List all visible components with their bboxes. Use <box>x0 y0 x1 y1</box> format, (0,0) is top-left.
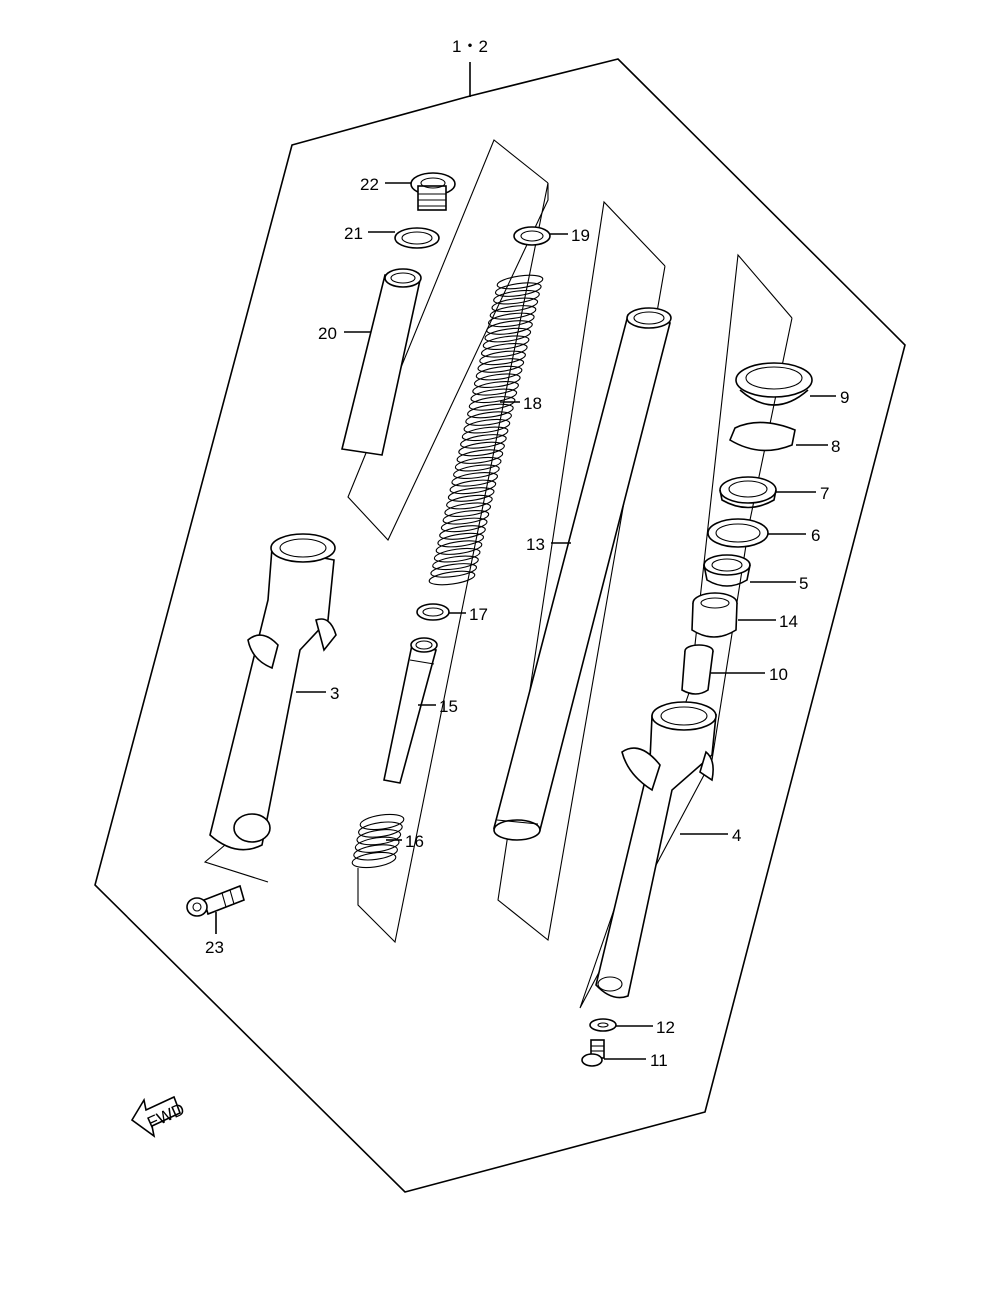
callout-8: 8 <box>831 437 840 456</box>
ring-17-part <box>416 603 450 621</box>
spring-coil <box>456 449 504 464</box>
callout-14: 14 <box>779 612 798 631</box>
assembly-boundary <box>94 58 906 1193</box>
cap-bolt-part <box>410 172 456 211</box>
callout-3: 3 <box>330 684 339 703</box>
spring-coil <box>494 282 542 297</box>
callout-4: 4 <box>732 826 741 845</box>
spring-coil <box>493 289 540 305</box>
bushing-5-part <box>703 554 751 587</box>
callout-22: 22 <box>360 175 379 194</box>
spring-coil <box>473 373 521 388</box>
spring-coil <box>358 821 403 838</box>
callout-15: 15 <box>439 697 458 716</box>
spring-coil <box>351 851 397 869</box>
spring-coil <box>475 365 523 381</box>
spring-coil <box>432 555 479 571</box>
spring-coil <box>354 836 400 853</box>
callout-19: 19 <box>571 226 590 245</box>
forward-direction-arrow: FWD <box>130 1095 187 1138</box>
washer-6-part <box>707 518 769 548</box>
spring-coil <box>435 540 483 555</box>
inner-tube-part <box>492 307 672 841</box>
rebound-spring-part <box>351 813 405 869</box>
spring-coil <box>440 517 488 533</box>
spring-coil <box>487 312 535 328</box>
spring-coil <box>428 570 476 586</box>
spring-coil <box>465 411 512 426</box>
dust-seal-part <box>735 362 813 406</box>
damper-rod-bolt-part <box>186 884 245 917</box>
bushing-14-part <box>691 592 738 638</box>
spring-coil <box>444 502 492 517</box>
oil-seal-part <box>719 476 777 509</box>
spring-coil <box>359 813 405 831</box>
frame-left-bottom <box>203 844 269 883</box>
assembly-label: 1・2 <box>452 37 488 56</box>
spring-coil <box>489 305 537 320</box>
callout-23: 23 <box>205 938 224 957</box>
spring-coil <box>454 456 502 472</box>
spring-coil <box>468 396 516 411</box>
frame-spring-group <box>357 182 549 944</box>
spring-coil <box>472 381 519 396</box>
spring-coil <box>486 320 533 335</box>
spring-coil <box>470 388 518 404</box>
oil-lock-piece-part <box>681 644 714 695</box>
spring-coil <box>433 547 481 563</box>
callout-9: 9 <box>840 388 849 407</box>
callout-16: 16 <box>405 832 424 851</box>
spring-coil <box>496 274 544 290</box>
outer-tube-left-part <box>209 533 337 851</box>
spring-coil <box>437 532 485 548</box>
washer-19-part <box>513 226 551 246</box>
callout-20: 20 <box>318 324 337 343</box>
spring-coil <box>460 434 507 449</box>
fork-spring-part <box>428 274 544 586</box>
spring-coil <box>446 494 493 510</box>
callout-18: 18 <box>523 394 542 413</box>
spring-coil <box>479 350 526 366</box>
outer-tube-right-part <box>595 701 717 999</box>
callout-17: 17 <box>469 605 488 624</box>
spring-coil <box>451 472 499 487</box>
spring-coil <box>447 487 495 502</box>
drain-bolt-part <box>581 1039 605 1067</box>
spring-coil <box>430 563 478 578</box>
spring-coil <box>467 403 514 419</box>
spring-coil <box>461 426 509 442</box>
spring-coil <box>439 525 486 540</box>
frame-inner-tube <box>497 200 666 942</box>
spring-coil <box>477 358 525 373</box>
callout-13: 13 <box>526 535 545 554</box>
spring-coil <box>480 343 528 358</box>
spring-coil <box>463 418 511 434</box>
spring-coil <box>484 327 532 343</box>
spring-coil <box>449 479 497 495</box>
damper-rod-part <box>383 637 438 784</box>
callout-21: 21 <box>344 224 363 243</box>
spring-coil <box>353 844 398 861</box>
spacer-tube-part <box>341 268 422 456</box>
frame-damper-group <box>347 139 549 541</box>
spring-coil <box>458 441 505 457</box>
spring-coil <box>453 464 500 479</box>
stopper-ring-part <box>728 421 796 452</box>
callout-11: 11 <box>650 1051 668 1070</box>
spring-coil <box>356 829 402 846</box>
callout-6: 6 <box>811 526 820 545</box>
washer-12-part <box>589 1018 617 1032</box>
callout-12: 12 <box>656 1018 675 1037</box>
callout-7: 7 <box>820 484 829 503</box>
spring-coil <box>482 335 530 350</box>
callout-5: 5 <box>799 574 808 593</box>
callout-10: 10 <box>769 665 788 684</box>
o-ring-21-part <box>394 227 440 249</box>
spring-coil <box>491 297 539 313</box>
spring-coil <box>442 510 490 525</box>
